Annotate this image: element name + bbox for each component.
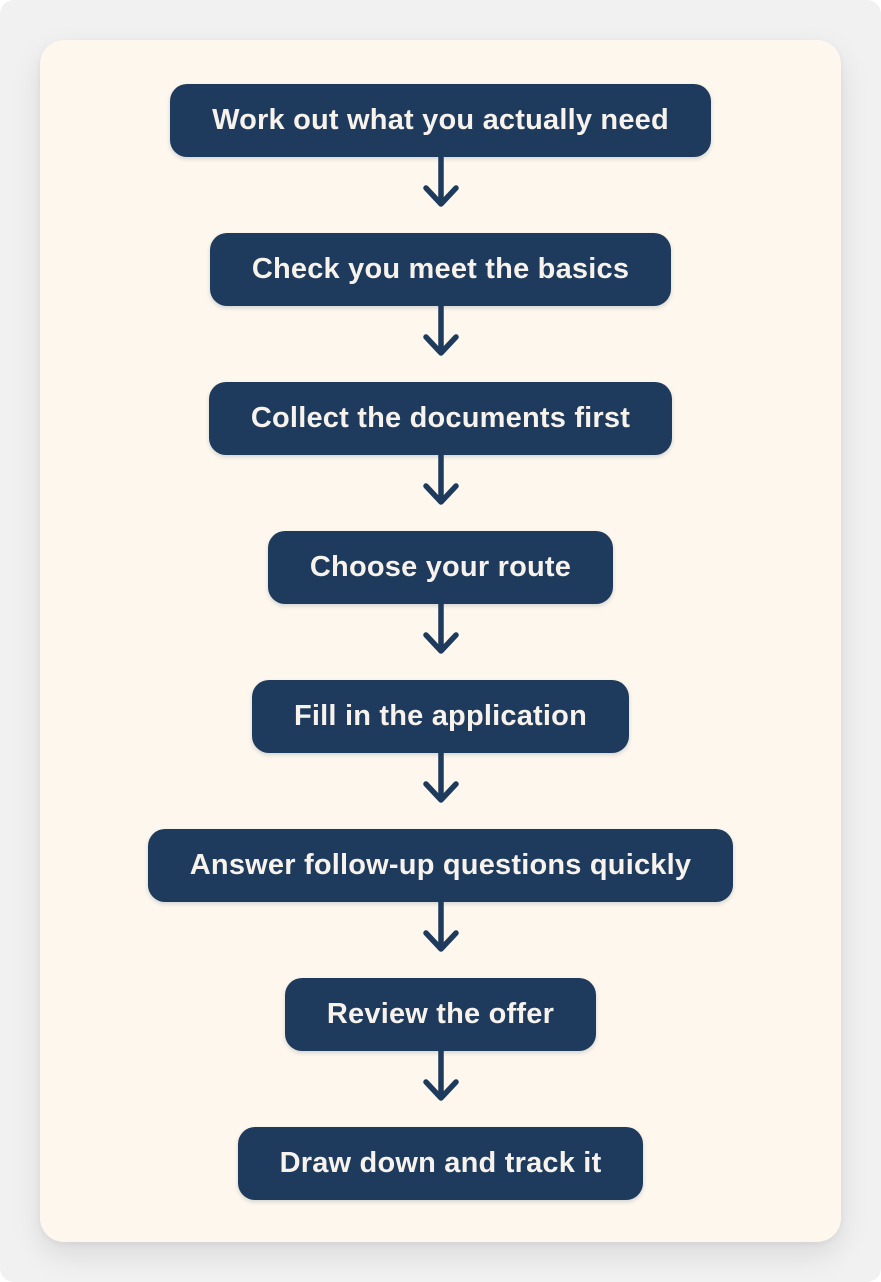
arrow-down-icon [422,604,459,654]
flow-step-label: Choose your route [309,551,572,583]
flow-step-label: Collect the documents first [250,402,631,434]
arrow-down-icon [422,902,459,952]
flow-step: Collect the documents first [208,382,673,455]
flowchart-card: Work out what you actually need Check yo… [40,40,841,1242]
flow-step: Review the offer [284,978,597,1051]
flow-step: Choose your route [267,531,614,604]
flow-step: Fill in the application [252,680,629,753]
flow-step: Draw down and track it [237,1127,644,1200]
arrow-down-icon [422,306,459,356]
flow-step: Check you meet the basics [209,233,672,306]
flow-step: Work out what you actually need [170,84,711,157]
arrow-down-icon [422,157,459,207]
flowchart: Work out what you actually need Check yo… [40,40,841,1242]
arrow-down-icon [422,753,459,803]
flow-step-label: Review the offer [326,998,555,1030]
flow-step: Answer follow-up questions quickly [147,829,734,902]
arrow-down-icon [422,1051,459,1101]
flow-step-label: Work out what you actually need [212,104,669,136]
flow-step-label: Answer follow-up questions quickly [189,849,692,881]
flow-step-label: Check you meet the basics [251,253,630,285]
flow-step-label: Fill in the application [294,700,587,732]
arrow-down-icon [422,455,459,505]
flow-step-label: Draw down and track it [279,1147,602,1179]
